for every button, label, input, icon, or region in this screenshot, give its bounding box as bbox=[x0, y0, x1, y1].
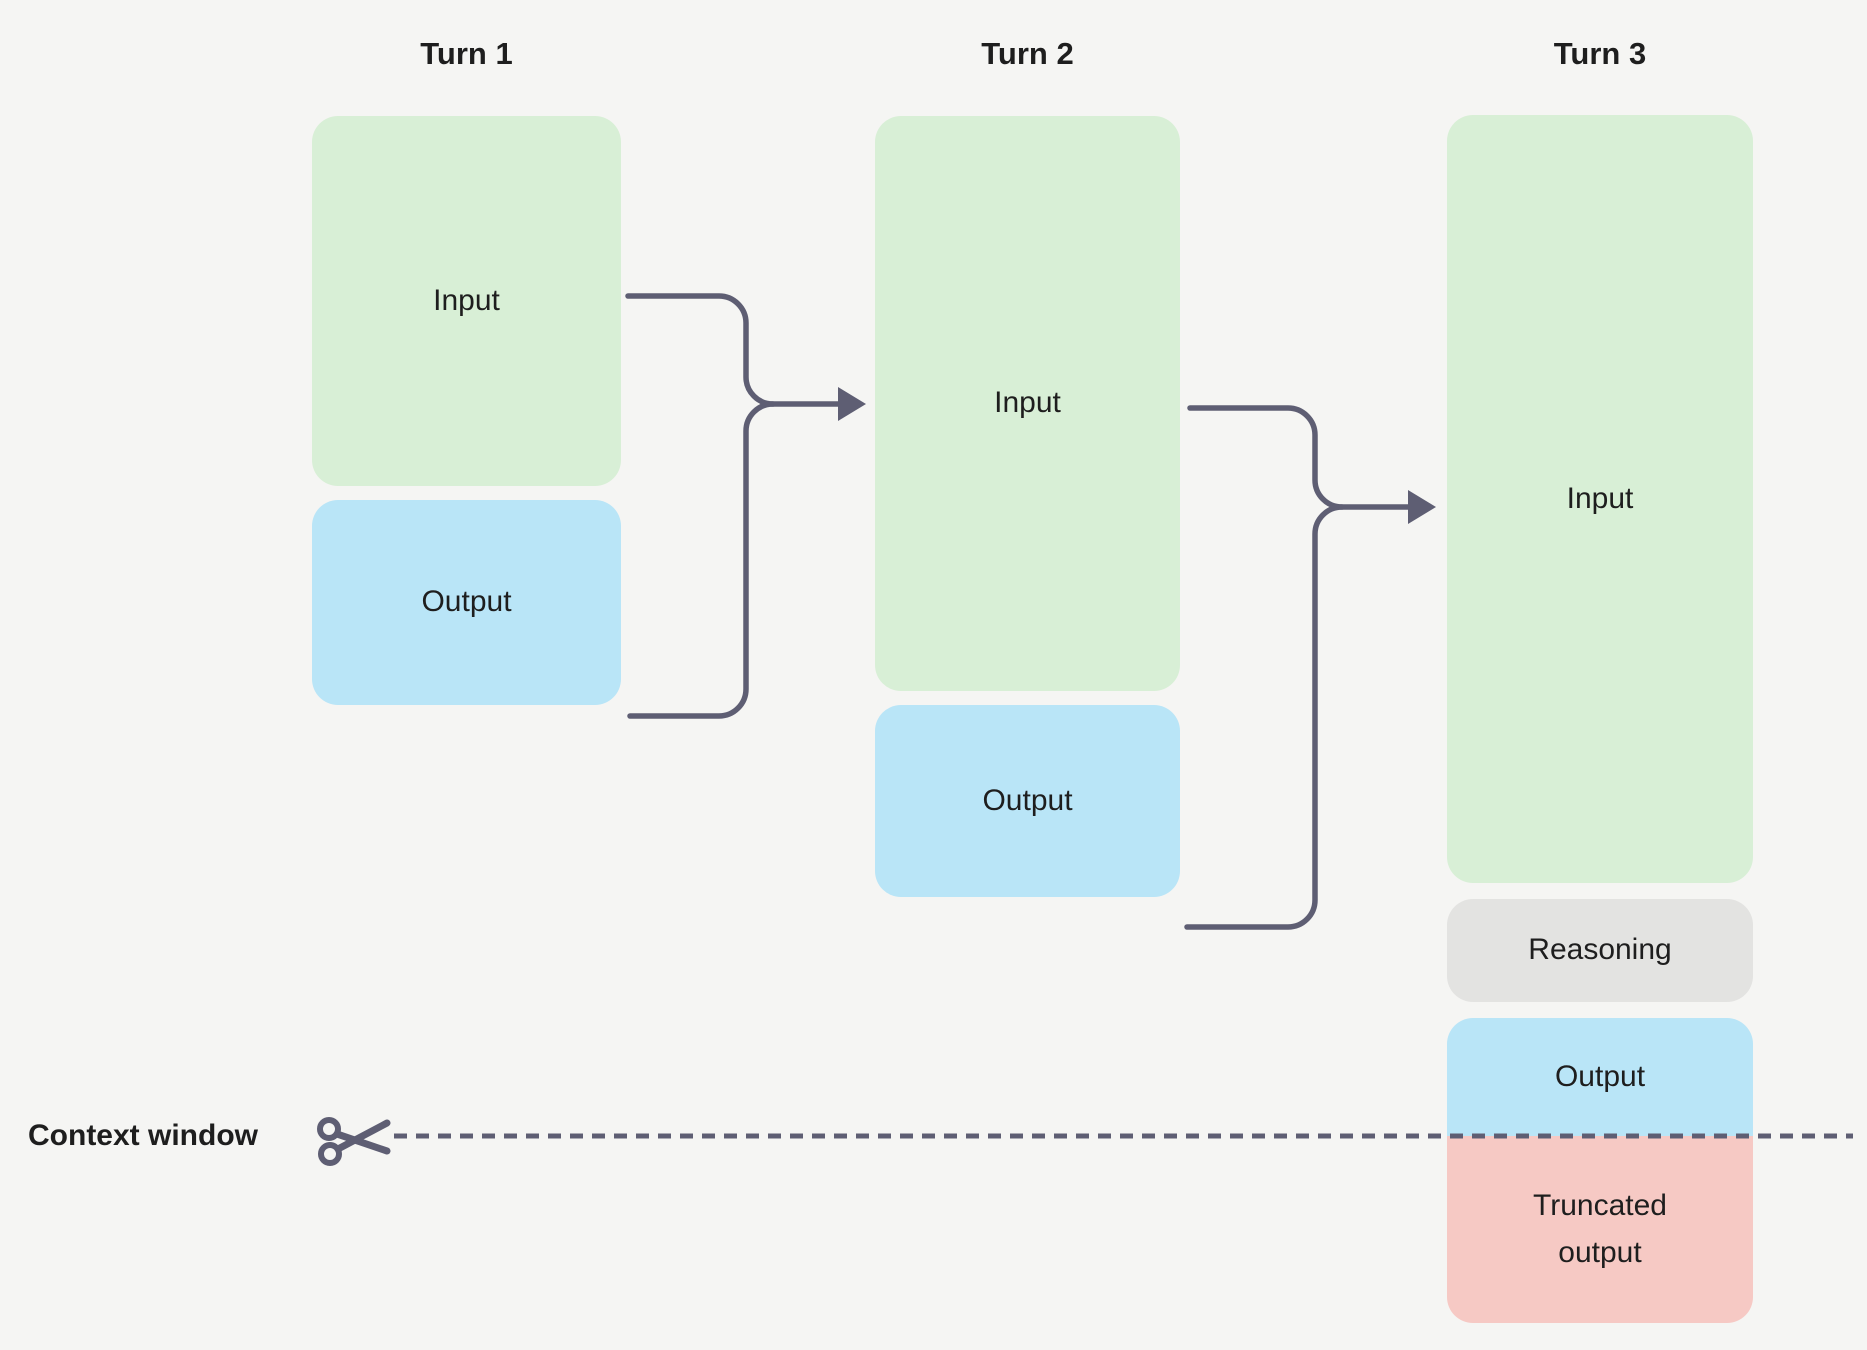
arrow-turn1-to-turn2 bbox=[625, 293, 866, 719]
turn3-truncated-output-label: Truncated output bbox=[1533, 1189, 1667, 1269]
turn3-truncated-output-box: Truncated output bbox=[1447, 1136, 1753, 1323]
turn1-output-connector bbox=[627, 401, 776, 719]
arrow-turn2-to-turn3 bbox=[1184, 405, 1436, 930]
context-window-label: Context window bbox=[28, 1119, 258, 1152]
arrowhead-icon bbox=[1408, 490, 1436, 524]
turn1-input-box: Input bbox=[312, 116, 621, 486]
turn3-reasoning-label: Reasoning bbox=[1528, 933, 1672, 967]
turn2-input-label: Input bbox=[994, 386, 1061, 420]
scissors-icon bbox=[317, 1117, 391, 1166]
turn2-output-label: Output bbox=[982, 783, 1073, 817]
turn2-output-connector bbox=[1184, 504, 1345, 930]
turn3-input-label: Input bbox=[1566, 481, 1634, 515]
turn3-output-box: Output bbox=[1447, 1018, 1753, 1136]
turn1-output-box: Output bbox=[312, 500, 621, 705]
turn3-input-box: Input bbox=[1447, 115, 1753, 883]
turn3-reasoning-box: Reasoning bbox=[1447, 899, 1753, 1002]
turn2-title: Turn 2 bbox=[981, 36, 1074, 71]
turn1-output-label: Output bbox=[421, 585, 512, 619]
arrowhead-icon bbox=[838, 387, 866, 421]
turn2-input-connector bbox=[1187, 405, 1413, 510]
turn3-title: Turn 3 bbox=[1553, 36, 1647, 71]
turn3-output-label: Output bbox=[1554, 1059, 1646, 1093]
turn2-input-box: Input bbox=[875, 116, 1180, 691]
turn1-input-connector bbox=[625, 293, 843, 407]
turn1-input-label: Input bbox=[433, 283, 500, 317]
turn2-output-box: Output bbox=[875, 705, 1180, 897]
turn1-title: Turn 1 bbox=[420, 36, 513, 71]
